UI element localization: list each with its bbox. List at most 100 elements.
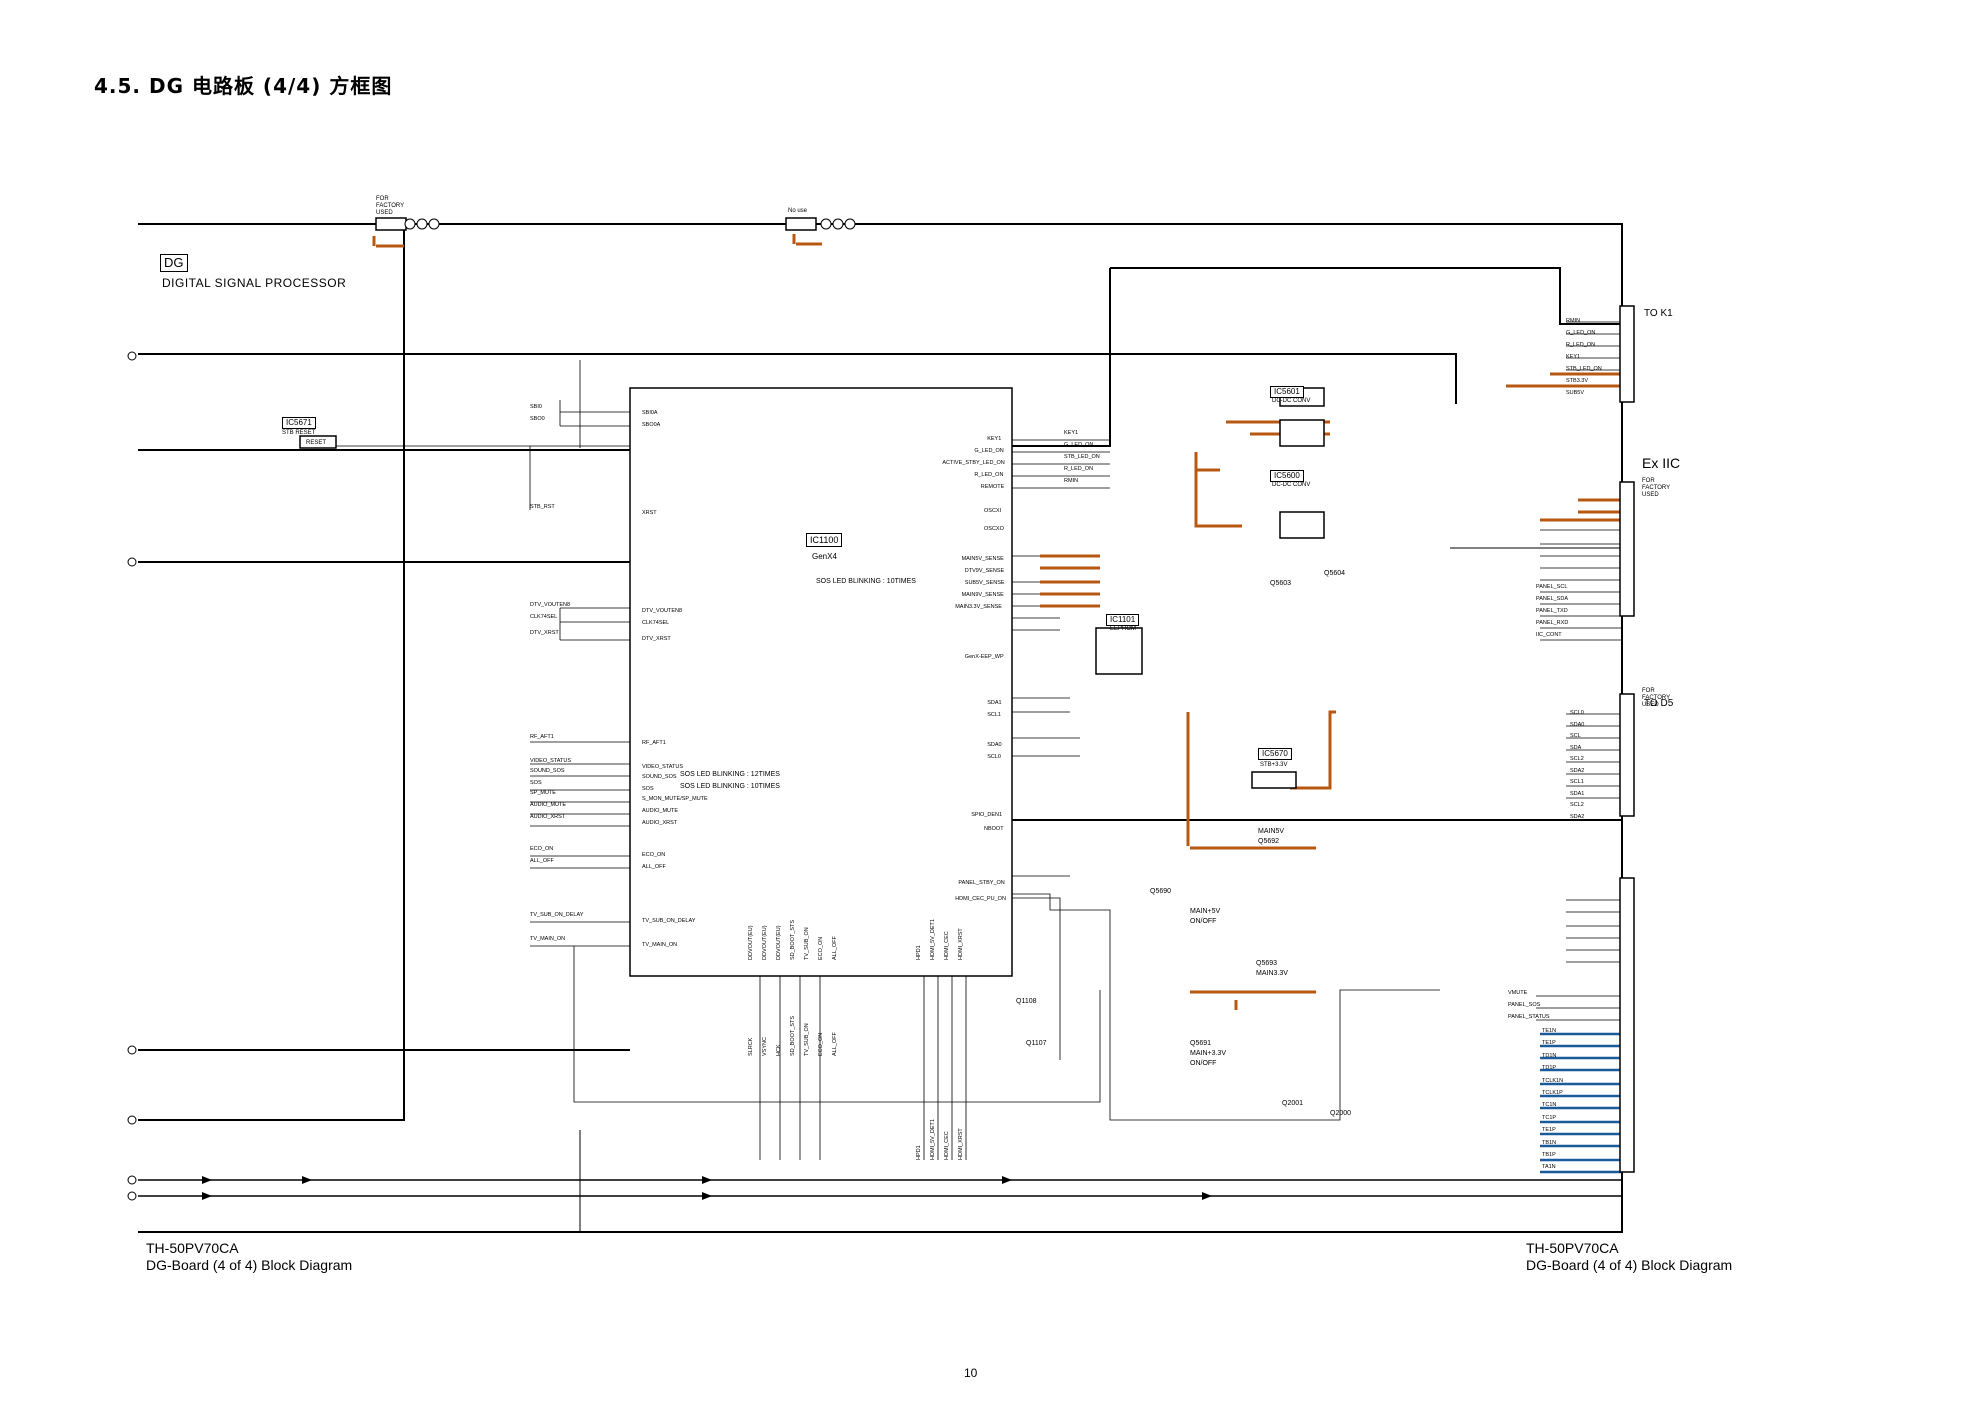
sos-blink-12: SOS LED BLINKING : 12TIMES xyxy=(680,771,780,778)
i2c-label: SCL2 xyxy=(1570,756,1584,762)
bottom-pin2-label: HDMI_XRST xyxy=(958,928,964,960)
ic5671-block: RESET xyxy=(306,440,327,446)
lvds-label: TE1P xyxy=(1542,1040,1556,1047)
bottom-net-label: HCK xyxy=(776,1044,782,1056)
right-pin-label: G_LED_ON xyxy=(974,448,1004,454)
left-pin-label: SBI0A xyxy=(642,410,658,416)
q5692-label: MAIN5V xyxy=(1258,828,1285,835)
q5691-label: MAIN+3.3V xyxy=(1190,1050,1226,1057)
left-signal-label: SBO0 xyxy=(530,416,545,422)
left-signal-label: DTV_XRST xyxy=(530,630,559,636)
right-pin-label: OSCXI xyxy=(984,508,1002,514)
k1-pin-label: RMIN xyxy=(1566,318,1581,324)
bottom-net-label: TV_SUB_ON xyxy=(804,1023,810,1056)
sos-blink-10: SOS LED BLINKING : 10TIMES xyxy=(680,783,780,790)
right-pin-label: REMOTE xyxy=(980,484,1005,490)
ic5601-desc: DC-DC CONV xyxy=(1272,398,1311,404)
lvds-label: TE1P xyxy=(1542,1127,1556,1134)
left-signal-label: CLK74SEL xyxy=(530,614,558,620)
right-pin-label: OSCXO xyxy=(984,526,1004,532)
left-signal-label: SOS xyxy=(530,780,542,786)
right-net-label: R_LED_ON xyxy=(1064,466,1094,472)
panel-signal-label: PANEL_RXD xyxy=(1536,620,1569,626)
bottom-pin-label: DDVOUT(EU) xyxy=(776,925,782,960)
q5690-label2: ON/OFF xyxy=(1190,918,1217,925)
board-tag: DG xyxy=(160,254,188,272)
bottom-pin2-label: HDMI_CEC xyxy=(944,931,950,960)
right-pin-label: PANEL_STBY_ON xyxy=(958,880,1005,886)
page-number: 10 xyxy=(964,1366,978,1380)
left-pin-label: ALL_OFF xyxy=(642,864,666,870)
k1-pin-label: R_LED_ON xyxy=(1566,342,1596,348)
left-signal-label: TV_SUB_ON_DELAY xyxy=(530,912,584,918)
caption-left-title: DG-Board (4 of 4) Block Diagram xyxy=(146,1257,353,1273)
panel-signal-label: PANEL_TXD xyxy=(1536,608,1568,614)
bottom-net-label: ECO_ON xyxy=(818,1032,824,1056)
bottom-net-label: ALL_OFF xyxy=(832,1032,838,1056)
bottom-net2-label: HDMI_CEC xyxy=(944,1131,950,1160)
left-signal-label: STB_RST xyxy=(530,504,555,510)
q5603-ref: Q5603 xyxy=(1270,580,1292,587)
q5692-ref: Q5692 xyxy=(1258,838,1280,845)
left-signal-label: RF_AFT1 xyxy=(530,734,554,740)
page-title: 4.5. DG 电路板 (4/4) 方框图 xyxy=(94,74,393,98)
q5690-label: MAIN+5V xyxy=(1190,908,1221,915)
ic5671-label: IC5671 xyxy=(282,417,316,429)
q5691-ref: Q5691 xyxy=(1190,1040,1212,1047)
ic1101-desc: EEPROM xyxy=(1110,626,1137,632)
right-pin-label: SCL0 xyxy=(987,754,1001,760)
i2c-label: SDA xyxy=(1570,744,1582,751)
right-net-label: RMIN xyxy=(1064,478,1079,484)
ic5601-label: IC5601 xyxy=(1270,386,1304,398)
right-pin-label: SDA0 xyxy=(987,742,1002,748)
right-pin-label: SPIO_DEN1 xyxy=(971,812,1003,818)
q1108-ref: Q1108 xyxy=(1016,998,1037,1005)
left-pin-label: CLK74SEL xyxy=(642,620,670,626)
left-pin-label: DTV_XRST xyxy=(642,636,671,642)
bottom-pin-label: TV_SUB_ON xyxy=(804,927,810,960)
bottom-pin-label: DDVOUT(EU) xyxy=(748,925,754,960)
ic5600-label: IC5600 xyxy=(1270,470,1304,482)
left-signal-label: AUDIO_XRST xyxy=(530,814,566,820)
left-pin-label: RF_AFT1 xyxy=(642,740,666,746)
panel-signal-label: PANEL_SDA xyxy=(1536,596,1568,602)
right-pin-label: SUB5V_SENSE xyxy=(964,580,1005,586)
i2c-label: SCL1 xyxy=(1570,779,1584,785)
lvds-label: TD1N xyxy=(1542,1052,1557,1059)
ic5670-desc: STB+3.3V xyxy=(1260,762,1288,768)
lvds-label: TC1P xyxy=(1542,1114,1557,1121)
svg-text:Ex IIC: Ex IIC xyxy=(1642,455,1680,471)
bottom-pin-label: DDVOUT(EU) xyxy=(762,925,768,960)
ic5600-desc: DC-DC CONV xyxy=(1272,482,1311,488)
q5691-label2: ON/OFF xyxy=(1190,1060,1217,1067)
q2000-ref: Q2000 xyxy=(1330,1110,1352,1117)
left-pin-label: SBO0A xyxy=(642,422,661,428)
i2c-label: SDA0 xyxy=(1570,721,1585,728)
i2c-label: SDA2 xyxy=(1570,767,1585,774)
i2c-label: SCL xyxy=(1570,733,1581,739)
left-pin-label: DTV_VOUTEN8 xyxy=(642,608,683,614)
main-ic-ref: IC1100 xyxy=(806,533,843,547)
lvds-label: TB1N xyxy=(1542,1139,1557,1146)
main-ic-sub: GenX4 xyxy=(812,552,837,561)
i2c-label: SDA2 xyxy=(1570,813,1585,820)
left-signal-label: DTV_VOUTEN8 xyxy=(530,602,571,608)
ex-iic-sub: FOR FACTORY USED xyxy=(1642,478,1671,498)
left-pin-label: XRST xyxy=(642,510,657,516)
k1-pin-label: KEY1 xyxy=(1566,354,1581,360)
right-pin-label: MAIN5V_SENSE xyxy=(961,556,1004,562)
bottom-net2-label: HPD1 xyxy=(916,1145,922,1160)
caption-left-model: TH-50PV70CA xyxy=(146,1240,239,1256)
i2c-label: SCL0 xyxy=(1570,710,1584,716)
right-net-label: STB_LED_ON xyxy=(1064,454,1100,460)
k1-pin-label: G_LED_ON xyxy=(1566,330,1596,336)
lvds-label: TC1N xyxy=(1542,1102,1557,1109)
ic5671-desc: STB RESET xyxy=(282,430,316,436)
lvds-label: TE1N xyxy=(1542,1028,1557,1034)
factory2-label: FOR FACTORY USED xyxy=(1642,688,1671,708)
right-pin-label: MAIN9V_SENSE xyxy=(961,592,1004,598)
right-pin-label: NBOOT xyxy=(984,826,1004,832)
lvds-label: TCLK1P xyxy=(1542,1090,1563,1096)
board-name: DIGITAL SIGNAL PROCESSOR xyxy=(162,276,347,290)
